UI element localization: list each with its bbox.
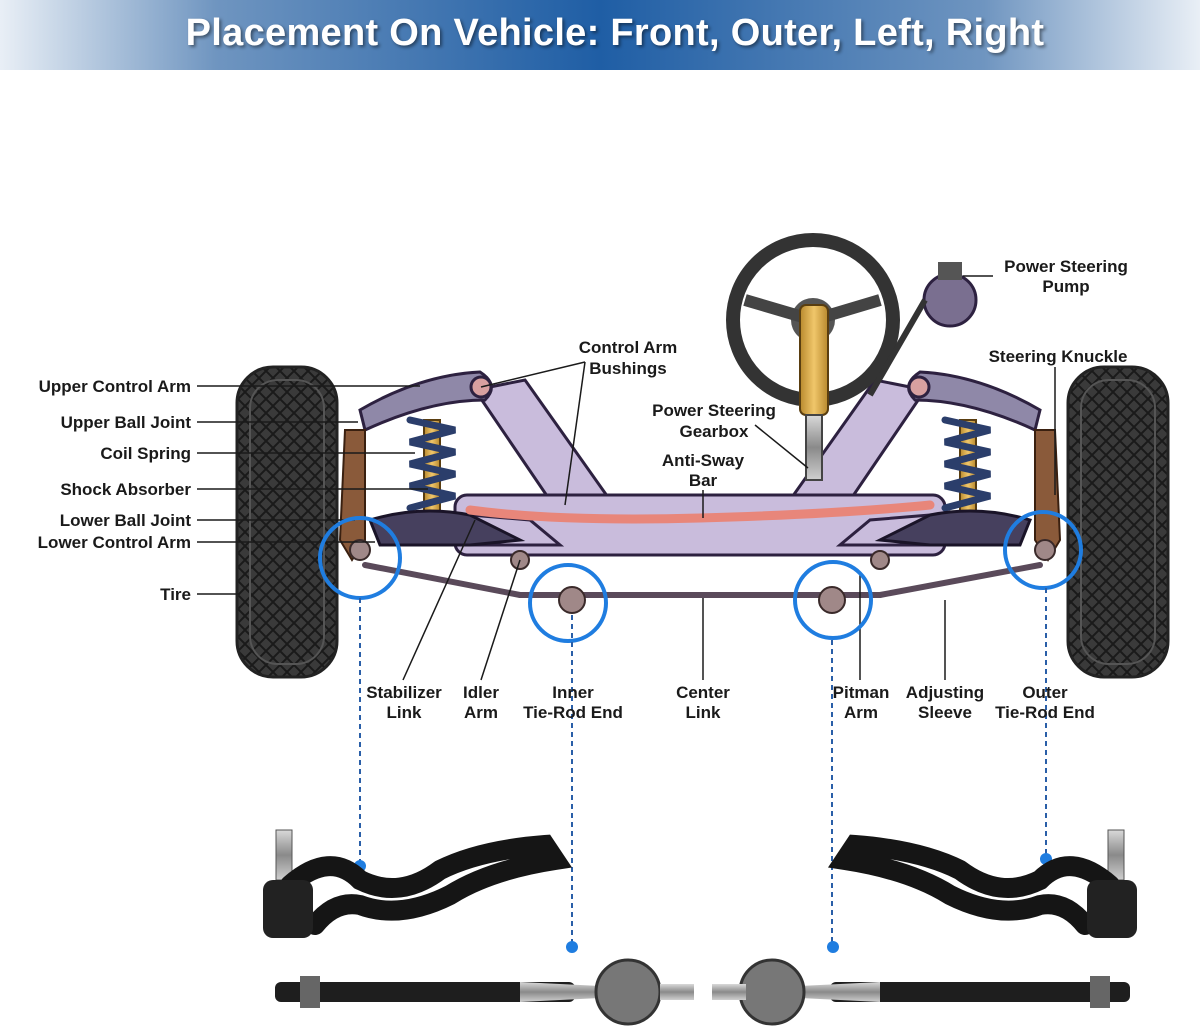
label-center-link-1: Center <box>676 683 730 702</box>
label-stabilizer-link-2: Link <box>387 703 422 722</box>
label-upper-control-arm: Upper Control Arm <box>39 377 191 396</box>
label-lower-control-arm: Lower Control Arm <box>38 533 191 552</box>
label-lower-ball-joint: Lower Ball Joint <box>60 511 192 530</box>
label-steering-knuckle: Steering Knuckle <box>989 347 1128 366</box>
label-anti-sway-bar-2: Bar <box>689 471 718 490</box>
right-tire <box>1066 365 1170 679</box>
label-inner-tie-rod-end-1: Inner <box>552 683 594 702</box>
inner-tie-rod-right-part <box>712 958 1130 1026</box>
label-power-steering-pump-2: Pump <box>1042 277 1089 296</box>
label-adjusting-sleeve-2: Sleeve <box>918 703 972 722</box>
label-shock-absorber: Shock Absorber <box>60 480 191 499</box>
left-tire <box>235 365 339 679</box>
outer-tie-rod-end-left-part <box>263 829 573 938</box>
label-idler-arm-1: Idler <box>463 683 499 702</box>
power-steering-gearbox <box>805 414 823 481</box>
label-control-arm-bushings-2: Bushings <box>589 359 666 378</box>
label-coil-spring: Coil Spring <box>100 444 191 463</box>
anti-sway-bar <box>465 500 935 524</box>
callout-dashes <box>359 588 1047 945</box>
power-steering-pump <box>867 262 978 397</box>
lower-control-arms <box>367 509 1033 547</box>
label-pitman-arm-1: Pitman <box>833 683 890 702</box>
label-power-steering-gearbox-2: Gearbox <box>680 422 750 441</box>
label-idler-arm-2: Arm <box>464 703 498 722</box>
label-power-steering-gearbox-1: Power Steering <box>652 401 776 420</box>
right-coil-spring <box>941 416 991 521</box>
label-adjusting-sleeve-1: Adjusting <box>906 683 984 702</box>
title-banner: Placement On Vehicle: Front, Outer, Left… <box>0 0 1200 70</box>
outer-tie-rod-end-right-part <box>827 829 1137 938</box>
label-upper-ball-joint: Upper Ball Joint <box>61 413 192 432</box>
inner-tie-rod-left-part <box>275 958 694 1026</box>
label-outer-tie-rod-end-1: Outer <box>1022 683 1068 702</box>
label-pitman-arm-2: Arm <box>844 703 878 722</box>
label-anti-sway-bar-1: Anti-Sway <box>662 451 745 470</box>
label-tire: Tire <box>160 585 191 604</box>
label-power-steering-pump-1: Power Steering <box>1004 257 1128 276</box>
label-stabilizer-link-1: Stabilizer <box>366 683 442 702</box>
label-center-link-2: Link <box>686 703 721 722</box>
label-inner-tie-rod-end-2: Tie-Rod End <box>523 703 623 722</box>
left-coil-spring <box>406 416 456 521</box>
steering-linkage <box>362 562 1043 598</box>
label-outer-tie-rod-end-2: Tie-Rod End <box>995 703 1095 722</box>
banner-title: Placement On Vehicle: Front, Outer, Left… <box>185 12 1045 54</box>
steering-column <box>799 304 829 416</box>
label-control-arm-bushings-1: Control Arm <box>579 338 678 357</box>
